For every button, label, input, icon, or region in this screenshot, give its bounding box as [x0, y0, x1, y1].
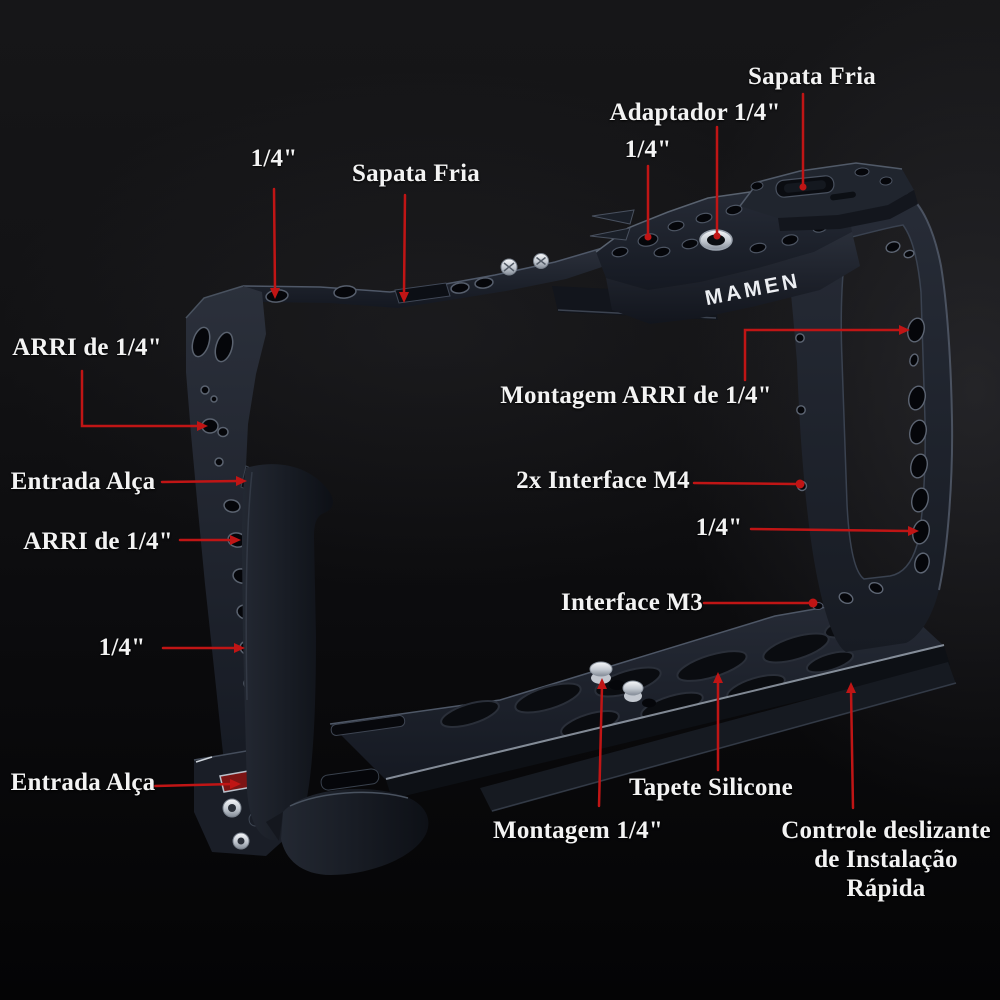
leader-quarter-top-left	[270, 187, 280, 299]
rail-opening	[320, 768, 380, 791]
hand-grip	[242, 464, 333, 841]
release-lever	[266, 788, 429, 875]
background-glow-center	[0, 70, 860, 590]
leader-sapata-fria-top-right	[799, 92, 807, 191]
cold-shoe-left	[394, 282, 451, 304]
leader-interface-m3	[702, 598, 818, 608]
base-plate	[320, 595, 944, 791]
leader-controle-deslizante	[846, 682, 856, 810]
label-tapete-silicone: Tapete Silicone	[629, 774, 793, 801]
label-entrada-alca-lower: Entrada Alça	[10, 769, 156, 796]
label-entrada-alca-upper: Entrada Alça	[10, 468, 156, 495]
label-arri-quarter-lower: ARRI de 1/4"	[23, 528, 173, 555]
wing-spike	[589, 227, 631, 241]
label-sapata-fria-top-left: Sapata Fria	[352, 160, 480, 187]
top-bar-screws	[500, 253, 549, 276]
leader-montagem-arri-quarter	[743, 325, 910, 382]
leader-montagem-quarter	[597, 678, 607, 808]
leader-tapete-silicone	[713, 672, 723, 772]
label-adaptador-quarter: Adaptador 1/4"	[609, 99, 781, 126]
leader-arri-quarter-lower	[178, 535, 241, 545]
leader-arri-quarter-upper	[80, 369, 208, 431]
leader-sapata-fria-top-left	[399, 193, 409, 303]
leader-quarter-right	[749, 526, 919, 536]
label-sapata-fria-top-right: Sapata Fria	[748, 63, 876, 90]
leader-entrada-alca-upper	[160, 476, 247, 486]
right-frame-holes	[795, 241, 930, 605]
right-frame	[782, 192, 954, 652]
top-bar	[242, 246, 614, 308]
annotation-lines	[80, 92, 919, 810]
leader-interface-m4	[692, 479, 805, 489]
label-quarter-right: 1/4"	[695, 514, 743, 541]
label-interface-m3: Interface M3	[561, 589, 703, 616]
wing-spike	[591, 209, 635, 225]
leader-quarter-top-center	[644, 164, 652, 241]
label-montagem-arri-quarter: Montagem ARRI de 1/4"	[500, 382, 772, 409]
rail-slot	[330, 715, 406, 736]
leader-adaptador-quarter	[713, 125, 721, 240]
logo-face	[606, 232, 860, 324]
label-arri-quarter-upper: ARRI de 1/4"	[12, 334, 162, 361]
leader-quarter-left-lower	[161, 643, 245, 653]
label-montagem-quarter: Montagem 1/4"	[493, 817, 663, 844]
top-bar-holes	[265, 277, 494, 303]
label-quarter-top-left: 1/4"	[250, 145, 298, 172]
label-quarter-left-lower: 1/4"	[98, 634, 146, 661]
label-interface-m4: 2x Interface M4	[516, 467, 690, 494]
mounting-screws	[589, 661, 656, 708]
label-quarter-top-center: 1/4"	[624, 136, 672, 163]
leader-entrada-alca-lower	[153, 779, 241, 789]
label-controle-deslizante: Controle deslizante de Instalação Rápida	[781, 817, 991, 902]
